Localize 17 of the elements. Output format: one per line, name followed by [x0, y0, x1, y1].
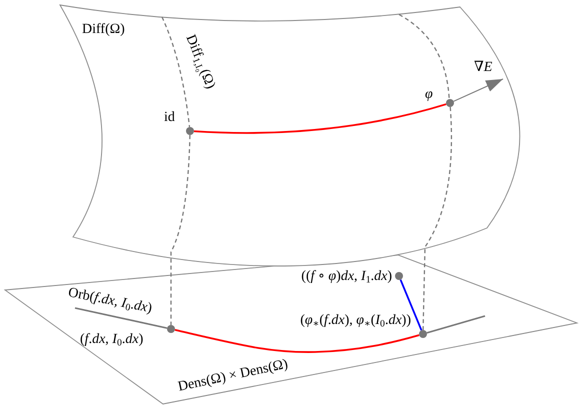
- point-label: id: [164, 110, 175, 126]
- edge-label: ∇E: [474, 60, 492, 76]
- curve-label: Orb(f.dx, I$_{0}$.dx): [66, 285, 154, 317]
- point-label: ((f ∘ φ)dx, I$_{1}$.dx): [301, 269, 392, 284]
- point-label: φ: [425, 87, 433, 102]
- point-label: (φ$_{∗}$(f.dx), φ$_{∗}$(I$_{0}$.dx)): [300, 313, 411, 328]
- curve: [174, 329, 420, 353]
- line-segment: [400, 279, 422, 331]
- plane-label: Dens(Ω) × Dens(Ω): [176, 356, 290, 396]
- point-label: (f.dx, I$_{0}$.dx): [80, 332, 144, 348]
- dashed-line: [422, 106, 452, 330]
- curved-surface: [59, 4, 522, 268]
- surface-label: Diff(Ω): [82, 22, 125, 38]
- plane: [4, 254, 578, 405]
- dashed-line: [170, 134, 190, 325]
- arrow: [453, 78, 504, 102]
- curve: [194, 103, 446, 134]
